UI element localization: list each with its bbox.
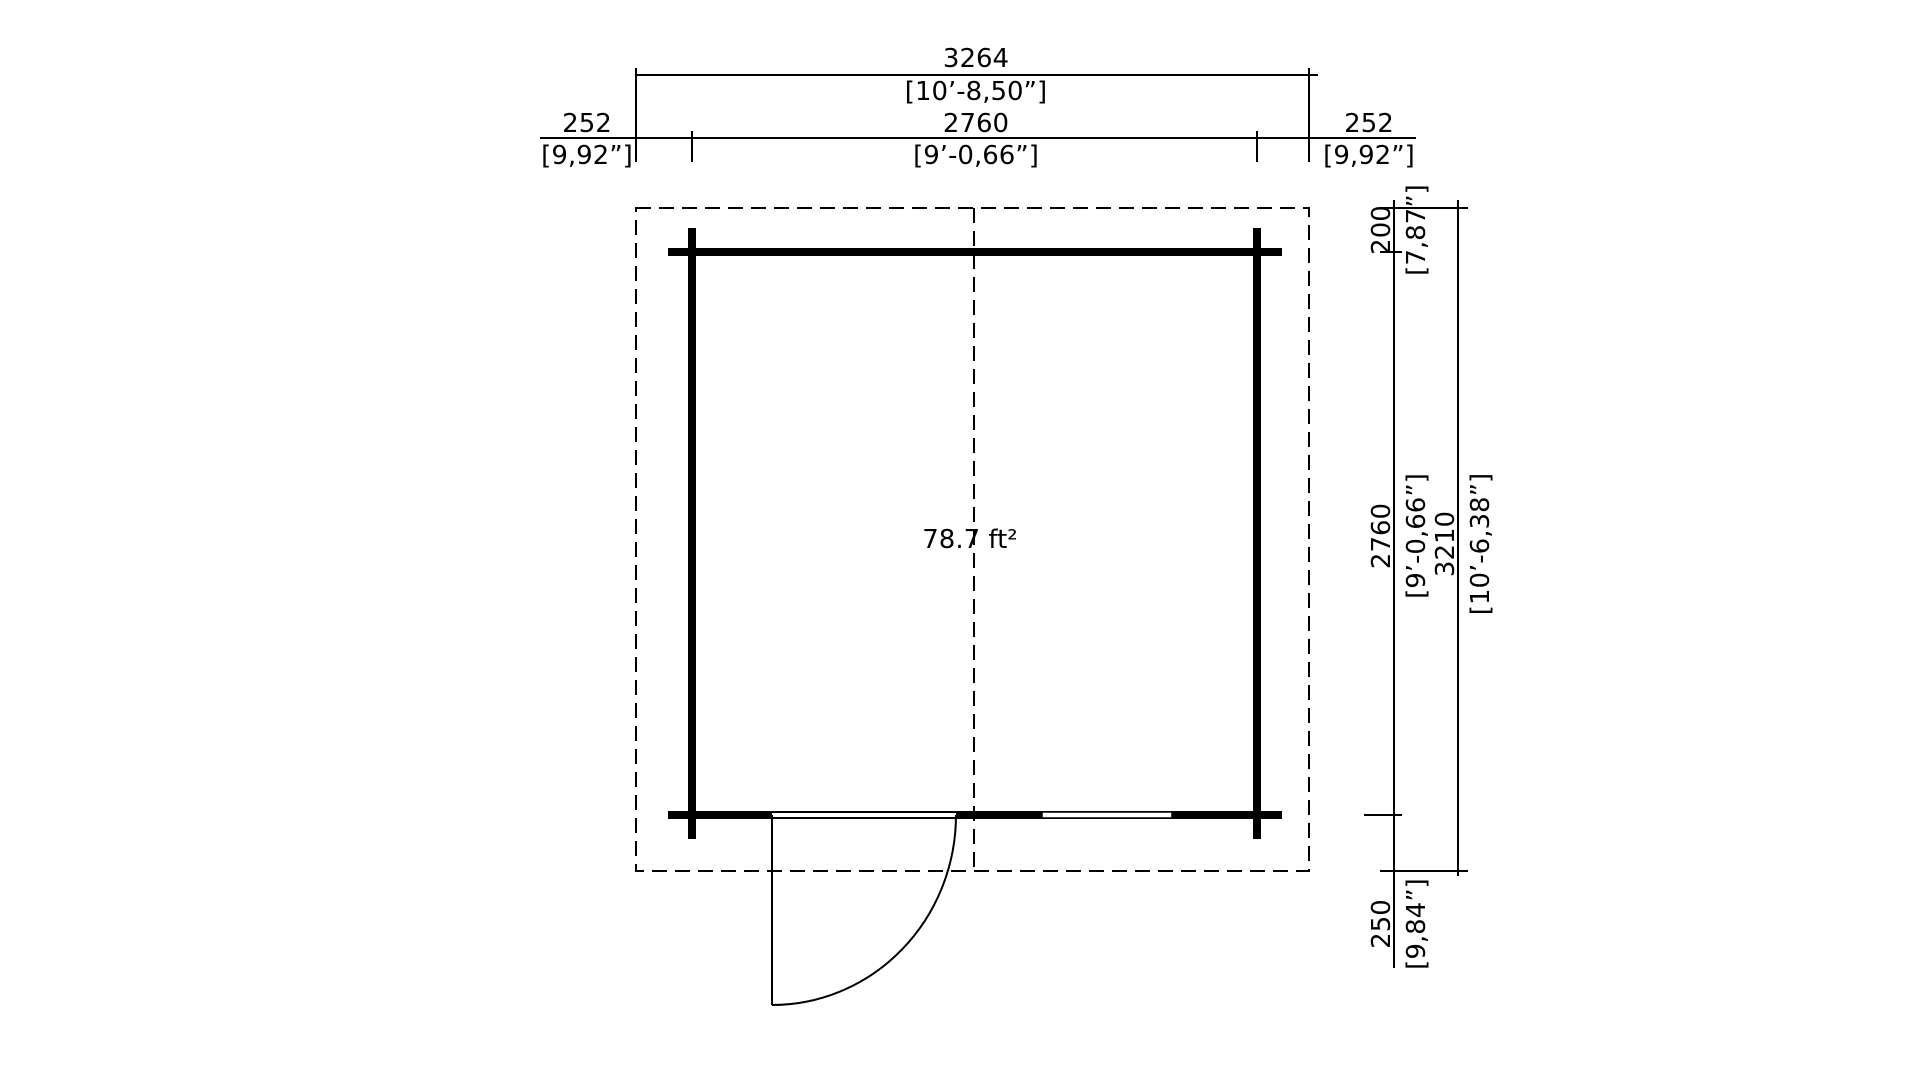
dim-overall-width-imperial: [10’-8,50”] (905, 77, 1047, 107)
dim-right-overhang-mm: 252 (1344, 109, 1394, 139)
dim-overall-depth-imperial: [10’-6,38”] (1466, 473, 1496, 615)
dim-bottom-overhang-mm: 250 (1367, 899, 1397, 949)
dim-right-overhang-imperial: [9,92”] (1323, 141, 1415, 171)
roof-overhang-rect (635, 207, 1310, 872)
floor-area-label: 78.7 ft² (922, 525, 1017, 555)
right-dim-text: 200 [7,87”] 2760 [9’-0,66”] 3210 [10’-6,… (1367, 184, 1496, 970)
dim-inner-depth-imperial: [9’-0,66”] (1402, 473, 1432, 599)
dim-inner-width-mm: 2760 (943, 109, 1009, 139)
dim-inner-depth-mm: 2760 (1367, 503, 1397, 569)
top-dimensions (540, 68, 1416, 162)
dim-top-overhang-imperial: [7,87”] (1402, 184, 1432, 276)
dim-overall-depth-mm: 3210 (1431, 511, 1461, 577)
roof-outline (635, 207, 1310, 872)
dim-inner-width-imperial: [9’-0,66”] (913, 141, 1039, 171)
right-dimensions (1364, 200, 1468, 968)
dim-overall-width-mm: 3264 (943, 44, 1009, 74)
dim-left-overhang-imperial: [9,92”] (541, 141, 633, 171)
dim-top-overhang-mm: 200 (1367, 205, 1397, 255)
top-dim-text: 3264 [10’-8,50”] 252 [9,92”] 2760 [9’-0,… (541, 44, 1415, 171)
window-frame (1041, 811, 1173, 819)
door (771, 811, 957, 1006)
window (1041, 811, 1173, 819)
door-swing-arc (771, 814, 957, 1006)
dim-left-overhang-mm: 252 (562, 109, 612, 139)
dim-bottom-overhang-imperial: [9,84”] (1402, 878, 1432, 970)
